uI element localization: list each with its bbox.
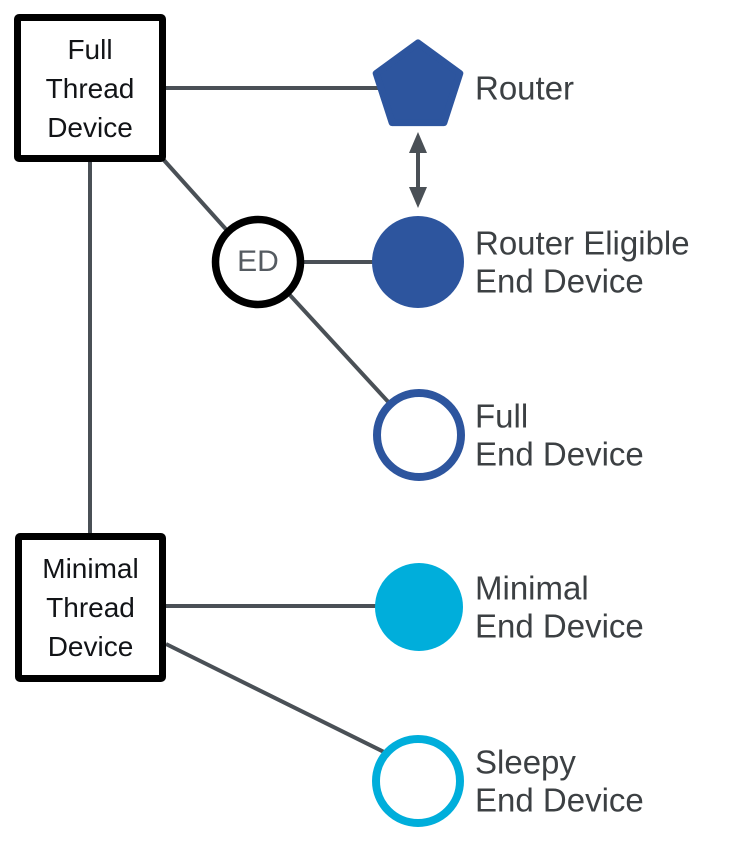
- arrow-head-down-icon: [409, 187, 427, 208]
- router-pentagon-icon: [372, 39, 464, 127]
- edge-ftd-to-ed: [160, 156, 234, 238]
- minimal-end-device-label: Minimal End Device: [475, 569, 644, 645]
- sleepy-end-device-label: Sleepy End Device: [475, 743, 644, 819]
- router-eligible-end-device-label: Router Eligible End Device: [475, 224, 690, 300]
- sleepy-end-device-node: [372, 735, 464, 827]
- router-eligible-end-device-node: [372, 216, 464, 308]
- ed-node: [211, 215, 305, 309]
- router-label: Router: [475, 69, 575, 107]
- bidirectional-arrow: [409, 132, 427, 208]
- full-end-device-label: Full End Device: [475, 397, 644, 473]
- full-end-device-node: [373, 389, 465, 481]
- edge-mtd-to-sed: [165, 642, 389, 756]
- minimal-end-device-node: [375, 563, 463, 651]
- edge-ed-to-fed: [286, 291, 394, 408]
- full-thread-device-box: Full Thread Device: [14, 14, 166, 162]
- ed-node-label: ED: [237, 245, 279, 278]
- arrow-head-up-icon: [409, 132, 427, 153]
- minimal-thread-device-box: Minimal Thread Device: [15, 533, 166, 682]
